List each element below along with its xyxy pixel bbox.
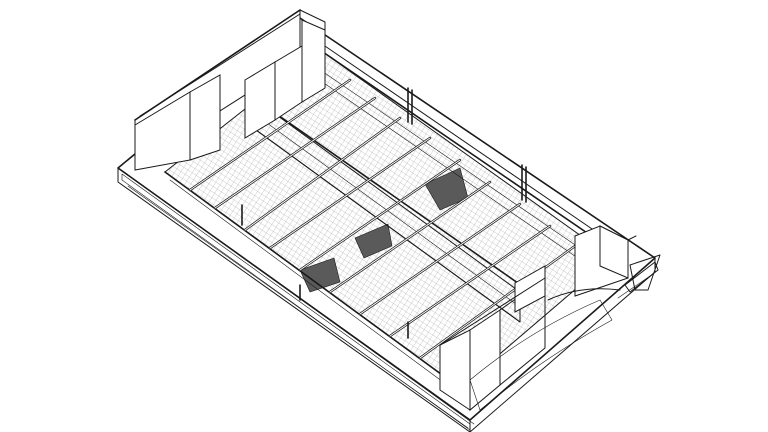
end-lip bbox=[617, 261, 659, 299]
right-end-wall bbox=[574, 225, 637, 297]
front-end-enclosure bbox=[439, 265, 621, 412]
upright-posts bbox=[241, 87, 527, 339]
left-end-wall bbox=[134, 9, 326, 171]
back-side-rail bbox=[299, 43, 615, 273]
cross-bars bbox=[188, 78, 577, 360]
